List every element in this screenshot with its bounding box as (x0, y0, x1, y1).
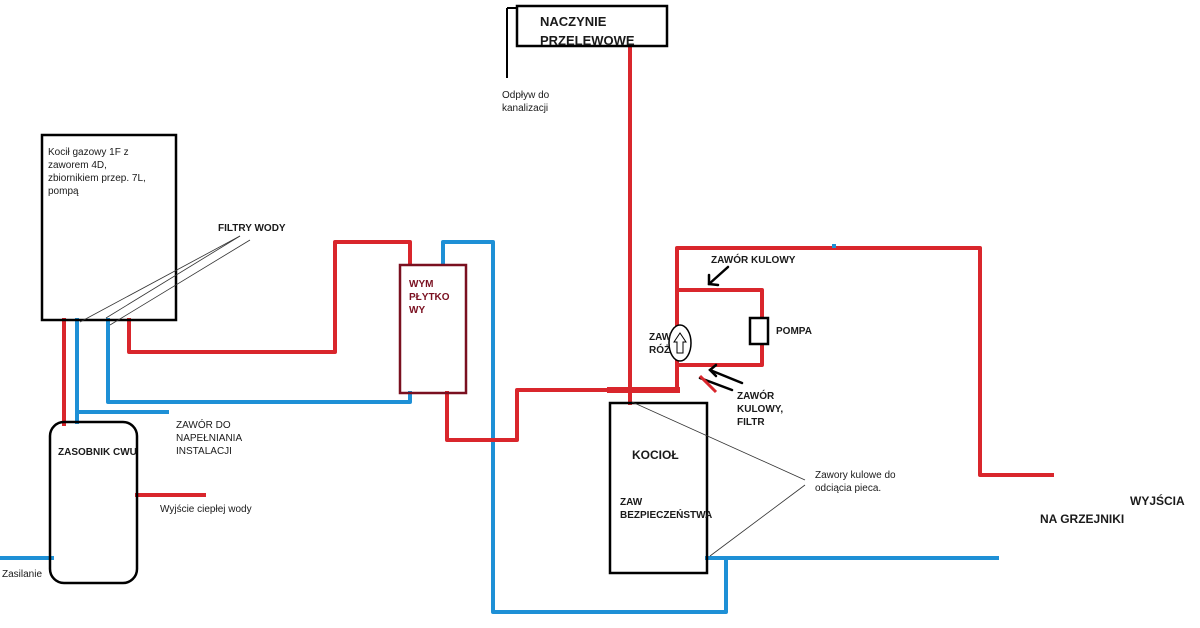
kociol-gazowy-box (40, 133, 178, 322)
zasobnik-box (48, 420, 139, 585)
leader-zawory-2 (709, 484, 806, 557)
leader-filtry-2 (105, 235, 241, 319)
label-kociol-gazowy: Kocił gazowy 1F z zaworem 4D, zbiornikie… (48, 147, 146, 197)
kociol-box (608, 401, 709, 575)
label-zawor-kulowy-top: ZAWÓR KULOWY (711, 255, 796, 266)
label-wyjscie-cieplej-wody: Wyjście ciepłej wody (160, 504, 252, 515)
leader-filtry-1 (79, 235, 241, 323)
components (40, 4, 770, 585)
label-zasilanie: Zasilanie (2, 569, 43, 580)
label-zasobnik-cwu: ZASOBNIK CWU (58, 447, 137, 458)
cold-pipes (0, 240, 999, 614)
pompa-box (748, 316, 770, 346)
leader-lines (79, 235, 806, 557)
arrow-zawor-kulowy-top (707, 265, 730, 286)
label-zawor-rozn: ZAW RÓŻ (649, 332, 672, 356)
exchanger-box (398, 263, 468, 395)
hot-pipe-boiler-to-exchanger (127, 240, 412, 354)
label-odplyw: Odpływ do kanalizacji (502, 90, 550, 114)
leader-zawory-1 (631, 401, 806, 481)
label-wym-plytkowy: WYM PŁYTKO WY (409, 279, 450, 316)
label-naczynie: NACZYNIE PRZELEWOWE (540, 14, 635, 48)
label-zawory-kulowe: Zawory kulowe do odciącia pieca. (815, 470, 896, 494)
hot-pipe-exchanger-to-kociol (445, 388, 632, 442)
hot-pipe-radiator-loop (675, 246, 1054, 477)
arrow-zawor-kulowy-filtr-a (708, 368, 744, 385)
label-zawor-kulowy-filtr: ZAWÓR KULOWY, FILTR (737, 391, 784, 428)
label-kociol: KOCIOŁ (632, 448, 679, 462)
label-zawor-napelniania: ZAWÓR DO NAPEŁNIANIA INSTALACJI (176, 420, 243, 457)
leader-filtry-3 (109, 239, 251, 326)
label-wyjscia: WYJŚCIA (1130, 494, 1185, 508)
pointer-arrows (698, 265, 744, 392)
filter-mark (698, 374, 718, 394)
valve-arrow-icon (673, 332, 687, 354)
label-na-grzejniki: NA GRZEJNIKI (1040, 512, 1125, 526)
cold-pipe-boiler-to-exchanger (106, 318, 412, 404)
label-filtry-wody: FILTRY WODY (218, 223, 286, 234)
label-zaw-bezpieczenstwa: ZAW BEZPIECZEŃSTWA (620, 497, 713, 521)
label-pompa: POMPA (776, 326, 812, 337)
naczynie-box (515, 4, 669, 48)
